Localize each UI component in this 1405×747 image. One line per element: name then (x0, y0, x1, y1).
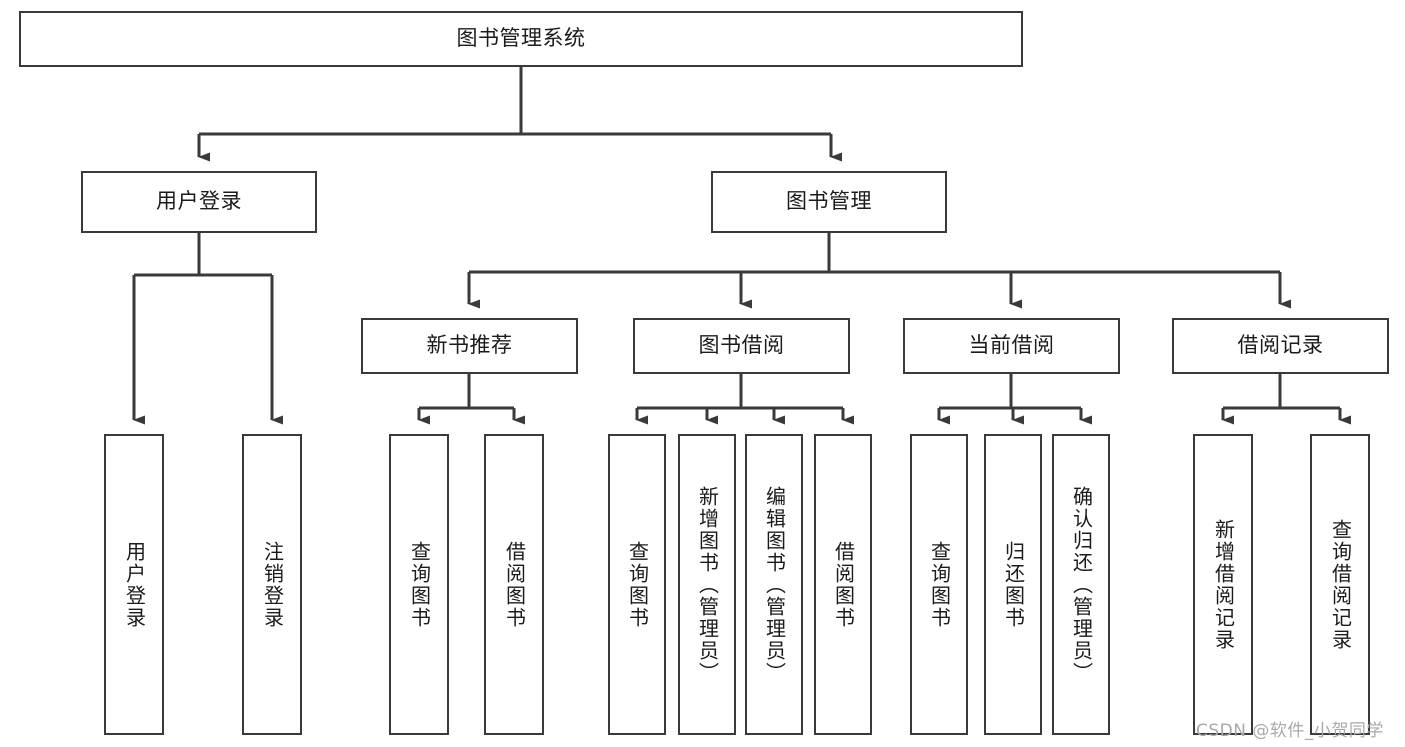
node-new-book-recommend-label: 新书推荐 (426, 333, 513, 358)
leaf-borrow-book-rec-label: 借阅图书 (502, 540, 527, 629)
leaf-query-book-rec[interactable]: 查询图书 (389, 434, 449, 735)
leaf-borrow-book-rec[interactable]: 借阅图书 (484, 434, 544, 735)
leaf-query-book-current[interactable]: 查询图书 (910, 434, 968, 735)
node-borrow-records-label: 借阅记录 (1237, 333, 1324, 358)
leaf-logout[interactable]: 注销登录 (242, 434, 302, 735)
leaf-query-book-current-label: 查询图书 (927, 540, 952, 629)
node-book-management-label: 图书管理 (786, 189, 872, 214)
node-book-management[interactable]: 图书管理 (711, 171, 947, 233)
leaf-query-borrow-record-label: 查询借阅记录 (1328, 518, 1353, 651)
leaf-query-book-rec-label: 查询图书 (407, 540, 432, 629)
node-new-book-recommend[interactable]: 新书推荐 (361, 318, 578, 374)
leaf-add-book-admin-label: 新增图书（管理员） (695, 485, 720, 684)
node-user-login-label: 用户登录 (156, 189, 242, 214)
leaf-borrow-book-label: 借阅图书 (831, 540, 856, 629)
node-book-borrow-label: 图书借阅 (698, 333, 785, 358)
leaf-confirm-return-admin[interactable]: 确认归还（管理员） (1052, 434, 1110, 735)
leaf-return-book[interactable]: 归还图书 (984, 434, 1042, 735)
leaf-user-login-label: 用户登录 (122, 540, 147, 629)
leaf-add-borrow-record[interactable]: 新增借阅记录 (1193, 434, 1253, 735)
node-current-borrow[interactable]: 当前借阅 (903, 318, 1120, 374)
node-book-borrow[interactable]: 图书借阅 (633, 318, 850, 374)
node-root[interactable]: 图书管理系统 (19, 11, 1023, 67)
node-current-borrow-label: 当前借阅 (968, 333, 1055, 358)
node-user-login[interactable]: 用户登录 (81, 171, 317, 233)
leaf-confirm-return-admin-label: 确认归还（管理员） (1069, 485, 1094, 684)
leaf-query-borrow-record[interactable]: 查询借阅记录 (1310, 434, 1370, 735)
leaf-edit-book-admin[interactable]: 编辑图书（管理员） (745, 434, 803, 735)
leaf-borrow-book[interactable]: 借阅图书 (814, 434, 872, 735)
leaf-add-borrow-record-label: 新增借阅记录 (1211, 518, 1236, 651)
leaf-query-book-borrow[interactable]: 查询图书 (608, 434, 666, 735)
node-root-label: 图书管理系统 (456, 26, 586, 51)
leaf-query-book-borrow-label: 查询图书 (625, 540, 650, 629)
leaf-return-book-label: 归还图书 (1001, 540, 1026, 629)
csdn-watermark: CSDN @软件_小贺同学 (1196, 721, 1384, 741)
leaf-edit-book-admin-label: 编辑图书（管理员） (762, 485, 787, 684)
leaf-add-book-admin[interactable]: 新增图书（管理员） (678, 434, 736, 735)
leaf-logout-label: 注销登录 (260, 540, 285, 629)
leaf-user-login[interactable]: 用户登录 (104, 434, 164, 735)
node-borrow-records[interactable]: 借阅记录 (1172, 318, 1389, 374)
